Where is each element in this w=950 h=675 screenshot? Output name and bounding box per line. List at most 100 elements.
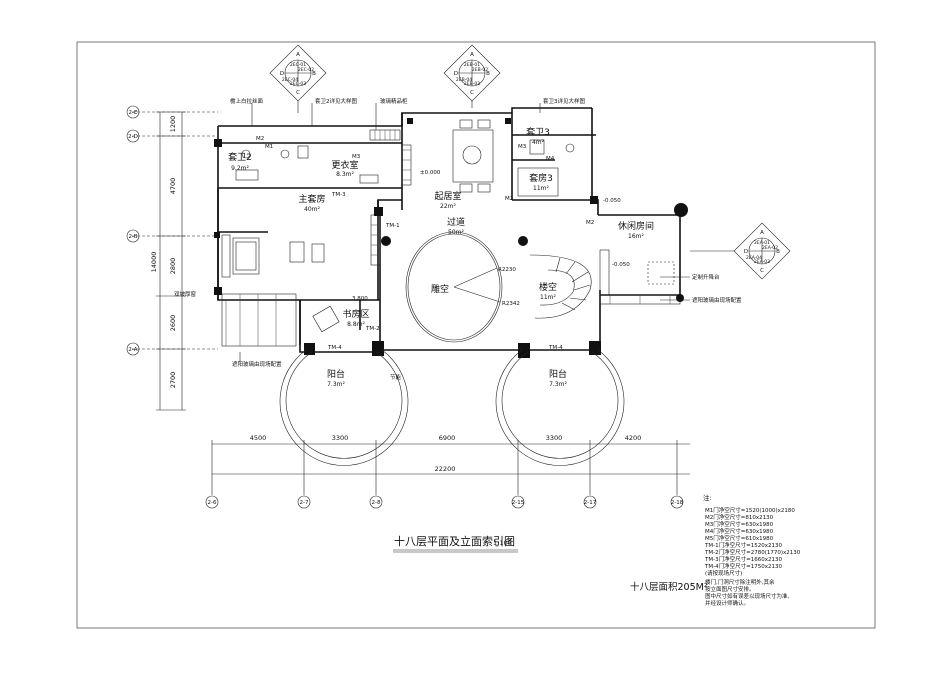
door-mark: TM-4 — [327, 345, 342, 351]
index-marker: A D B C 2EC-01 2EC-04 2EC-02 2EC-03 — [269, 44, 327, 102]
marker-code: 2EC-01 — [290, 62, 306, 68]
marker-code: 2EC-04 — [282, 77, 298, 83]
annotation: 玻璃精品柜 — [380, 97, 408, 105]
annotation: 套卫2详见大样图 — [315, 97, 357, 105]
annotation: 节能 — [390, 373, 402, 381]
spiral-stair — [529, 254, 592, 319]
dim-text: 3300 — [546, 434, 563, 442]
marker-letter: B — [486, 71, 490, 77]
marker-code: 2EB-01 — [464, 62, 480, 68]
door-mark: TM-3 — [331, 192, 346, 198]
structural-columns — [214, 118, 688, 358]
note-line: M4门净空尺寸=630x1980 — [705, 527, 774, 535]
index-marker: A D B C 2EB-01 2EB-04 2EB-02 2EB-03 — [443, 44, 501, 102]
window-hatching — [221, 129, 681, 347]
marker-letter: D — [454, 71, 458, 77]
dimension-lines — [132, 111, 690, 495]
grid-bubbles-bottom: 2-6 2-7 2-8 2-15 2-17 2-18 — [205, 495, 684, 509]
marker-letter: A — [296, 52, 300, 58]
annotation: 套卫3详见大样图 — [543, 97, 585, 105]
annotation: 双坡厚窗 — [174, 290, 197, 298]
annotation: 檐上白拉丝面 — [230, 97, 264, 105]
grid-label: 2-8 — [372, 500, 381, 506]
note-line: TM-4门净空尺寸=1750x2130 — [704, 562, 782, 570]
annotation: 定制升降台 — [692, 273, 720, 281]
annotation: ±0.000 — [420, 170, 441, 176]
drawing-title: 十八层平面及立面索引图 — [394, 534, 515, 548]
dim-text: 4500 — [250, 434, 267, 442]
marker-code: 2EA-01 — [754, 240, 770, 246]
grid-label: 2-B — [128, 234, 137, 240]
marker-letter: C — [760, 268, 764, 274]
room-name: 阳台 — [549, 368, 567, 380]
room-area: 40m² — [304, 206, 320, 213]
marker-code: 2EA-03 — [754, 259, 770, 265]
room-name: 套卫2 — [228, 151, 252, 163]
door-mark: M2 — [256, 136, 264, 142]
grid-bubbles-left: 2-E 2-D 2-B 2-A — [126, 105, 140, 356]
room-area: 4m² — [532, 139, 545, 146]
room-area: 11m² — [533, 185, 549, 192]
grid-label: 2-15 — [512, 500, 525, 506]
dim-text: 6900 — [439, 434, 456, 442]
dim-text: 2800 — [169, 258, 177, 275]
grid-label: 2-18 — [671, 500, 684, 506]
marker-code: 2EC-03 — [290, 81, 306, 87]
room-area: 11m² — [540, 294, 556, 301]
room-area: 16m² — [628, 233, 644, 240]
marker-letter: B — [776, 249, 780, 255]
annotation: 遮阳玻璃由现场配置 — [692, 296, 742, 304]
marker-letter: C — [296, 90, 300, 96]
central-void — [405, 231, 503, 343]
dim-text: 3300 — [332, 434, 349, 442]
marker-code: 2EB-02 — [472, 67, 488, 73]
note-line: 图中尺寸如有误差以现场尺寸为准, — [705, 592, 790, 600]
room-name: 起居室 — [434, 190, 461, 202]
door-mark: M2 — [586, 220, 594, 226]
grid-label: 2-E — [129, 110, 138, 116]
notes-heading: 注: — [703, 493, 712, 502]
room-name: 休闲房间 — [618, 220, 654, 232]
room-name: 主套房 — [298, 193, 325, 205]
dim-text: 2600 — [169, 315, 177, 332]
marker-letter: A — [760, 230, 764, 236]
door-mark: M3 — [352, 154, 361, 160]
marker-letter: B — [312, 71, 316, 77]
grid-label: 2-D — [128, 134, 138, 140]
marker-letter: C — [470, 90, 474, 96]
room-name: 套房3 — [529, 172, 553, 184]
dim-text: 1200 — [169, 116, 177, 133]
note-line: M5门净空尺寸=610x1980 — [705, 534, 774, 542]
note-line: 并经设计师确认。 — [705, 599, 749, 607]
door-mark: TM-1 — [385, 223, 400, 229]
grid-label: 2-A — [128, 347, 137, 353]
door-mark: M4 — [546, 156, 555, 162]
room-area: 9.2m² — [231, 165, 249, 172]
marker-letter: D — [744, 249, 748, 255]
marker-code: 2EB-04 — [456, 77, 472, 83]
note-line: (请按现场尺寸) — [705, 569, 742, 577]
notes-block: 注: M1门净空尺寸=1520(1000)x2180 M2门净空尺寸=810x2… — [703, 493, 801, 607]
grid-label: 2-6 — [208, 500, 217, 506]
note-line: TM-1门净空尺寸=1520x2130 — [704, 541, 782, 549]
room-name: 更衣室 — [331, 159, 358, 171]
room-name: 雕空 — [431, 283, 449, 295]
room-area: 50m² — [448, 229, 464, 236]
index-marker: A D B C 2EA-01 2EA-04 2EA-02 2EA-03 — [733, 222, 791, 280]
door-mark: TM-2 — [365, 326, 380, 332]
annotation: -0.050 — [612, 262, 630, 268]
note-line: TM-2门净空尺寸=2780(1770)x2130 — [704, 548, 801, 556]
door-mark: M2 — [505, 196, 513, 202]
marker-code: 2EC-02 — [298, 67, 314, 73]
door-mark: M3 — [518, 144, 527, 150]
marker-letter: A — [470, 52, 474, 58]
drawing-scale: 1:100 — [493, 539, 512, 547]
dim-text: 2700 — [169, 372, 177, 389]
room-name: 书房区 — [342, 308, 369, 320]
note-line: 按立面图尺寸安排。 — [705, 585, 755, 593]
marker-code: 2EA-04 — [746, 255, 762, 261]
annotation: 3.800 — [352, 296, 368, 302]
door-mark: TM-4 — [548, 345, 563, 351]
